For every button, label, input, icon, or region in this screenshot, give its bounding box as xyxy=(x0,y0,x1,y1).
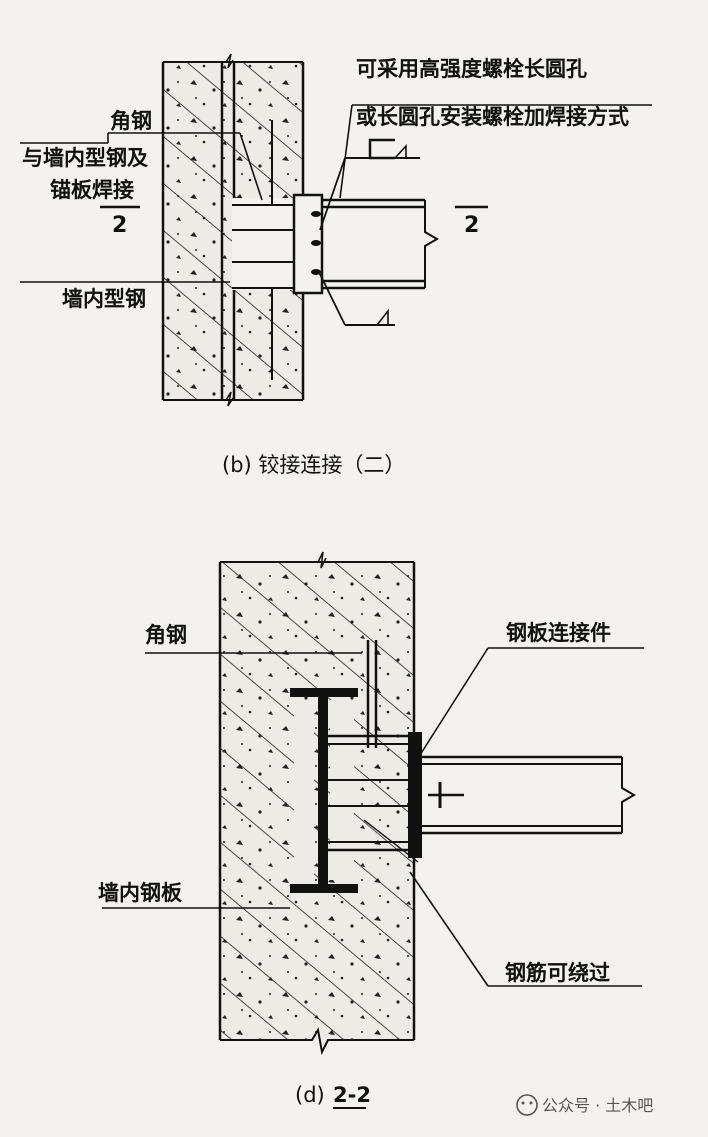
wechat-icon xyxy=(516,1094,538,1116)
watermark: 公众号 · 土木吧 xyxy=(516,1094,653,1116)
labels-b: 角钢 与墙内型钢及 锚板焊接 2 2 墙内型钢 可采用高强度螺栓长圆孔 或长圆孔… xyxy=(22,57,629,311)
label-wall-steel: 墙内型钢 xyxy=(62,287,146,311)
section-mark-left: 2 xyxy=(112,213,127,238)
label-plate-connector: 钢板连接件 xyxy=(506,621,611,645)
caption-b: (b) 铰接连接（二） xyxy=(222,453,405,477)
caption-d-section: 2-2 xyxy=(333,1083,371,1107)
label-angle-steel-d: 角钢 xyxy=(145,623,187,647)
connection-plate-b xyxy=(292,193,324,295)
wall-h-steel-d xyxy=(290,688,358,893)
leader-lines-d xyxy=(102,647,644,987)
label-angle-steel-b: 角钢 xyxy=(110,109,152,133)
bolt-icon xyxy=(428,782,464,808)
weld-symbols-b xyxy=(317,138,420,326)
diagram-d: 角钢 钢板连接件 墙内钢板 钢筋可绕过 (d) 2-2 xyxy=(98,551,644,1109)
section-mark-right: 2 xyxy=(464,213,479,238)
steel-beam-d xyxy=(422,755,636,835)
concrete-wall-d xyxy=(218,551,416,1056)
caption-d: (d) 2-2 xyxy=(295,1083,371,1109)
label-wall-plate: 墙内钢板 xyxy=(98,881,183,905)
label-weld-line1: 与墙内型钢及 xyxy=(22,146,149,170)
watermark-text: 公众号 · 土木吧 xyxy=(542,1096,653,1115)
stiffener-ribs-d xyxy=(328,734,412,852)
angle-steel-d xyxy=(366,640,378,748)
leader-lines-b xyxy=(20,104,652,283)
label-note-line1: 可采用高强度螺栓长圆孔 xyxy=(356,57,587,81)
slotted-bolt-hole xyxy=(311,211,321,217)
diagram-b: 角钢 与墙内型钢及 锚板焊接 2 2 墙内型钢 可采用高强度螺栓长圆孔 或长圆孔… xyxy=(20,53,652,477)
connection-plate-d xyxy=(408,732,422,858)
anchor-plate-b xyxy=(232,120,294,380)
label-rebar-bypass: 钢筋可绕过 xyxy=(505,961,610,985)
caption-d-prefix: (d) xyxy=(295,1083,325,1107)
labels-d: 角钢 钢板连接件 墙内钢板 钢筋可绕过 xyxy=(98,621,611,985)
label-note-line2: 或长圆孔安装螺栓加焊接方式 xyxy=(356,105,629,129)
steel-beam-b xyxy=(322,198,439,290)
slotted-bolt-hole xyxy=(311,240,321,246)
label-weld-line2: 锚板焊接 xyxy=(50,178,134,202)
